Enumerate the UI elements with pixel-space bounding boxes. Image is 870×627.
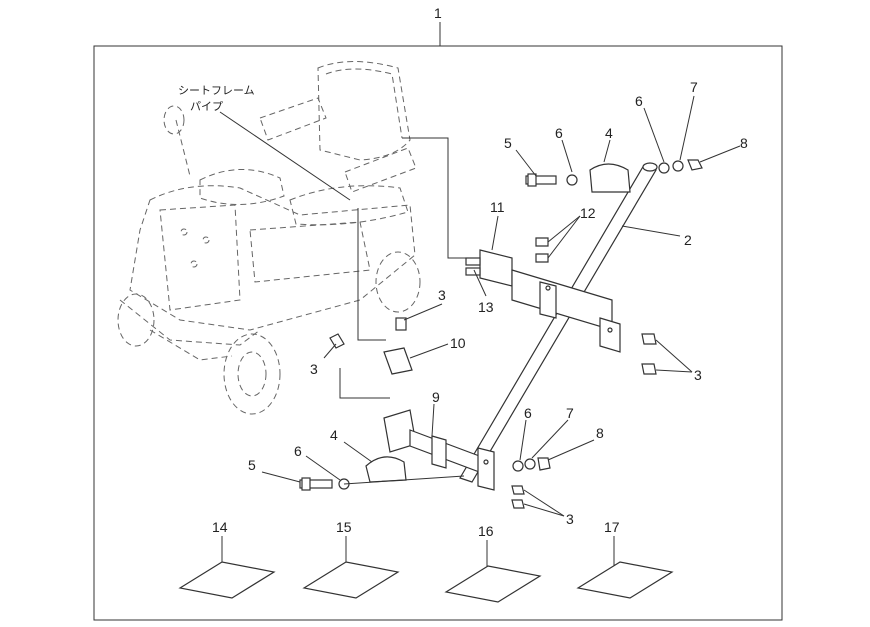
sheets: [178, 561, 674, 603]
callout-3-right: 3: [694, 367, 702, 383]
part-11-bracket: [465, 249, 621, 353]
callout-14: 14: [212, 519, 228, 535]
scooter-outline: [117, 61, 421, 415]
part-2-tube: [459, 162, 658, 483]
callout-2: 2: [684, 232, 692, 248]
callout-6-lower-left: 6: [294, 443, 302, 459]
callout-7-upper: 7: [690, 79, 698, 95]
lower-fasteners: [299, 456, 551, 509]
assembly-number: 1: [434, 5, 442, 21]
callout-5-lower: 5: [248, 457, 256, 473]
callout-4-upper: 4: [605, 125, 613, 141]
callout-3-clamp: 3: [438, 287, 446, 303]
callout-8-lower: 8: [596, 425, 604, 441]
callout-17: 17: [604, 519, 620, 535]
leader-lines: [221, 95, 741, 570]
callout-9: 9: [432, 389, 440, 405]
callout-10: 10: [450, 335, 466, 351]
part-10-clamp: [329, 317, 413, 375]
part-9-bracket: [383, 409, 495, 491]
callout-13: 13: [478, 299, 494, 315]
callouts: 2 5 6 4 6 7 8 11 12 13 3 3 10 3 9 4 5 6 …: [212, 79, 748, 539]
diagram-frame: [93, 45, 783, 621]
sheet-17: [576, 561, 674, 599]
annotation-seat-frame: シートフレーム: [178, 84, 255, 97]
callout-3-left: 3: [310, 361, 318, 377]
callout-5-upper: 5: [504, 135, 512, 151]
callout-6-upper-right: 6: [635, 93, 643, 109]
callout-3-lower: 3: [566, 511, 574, 527]
annotation-pipe: パイプ: [190, 100, 223, 113]
callout-16: 16: [478, 523, 494, 539]
sheet-15: [302, 561, 400, 599]
sheet-16: [444, 565, 542, 603]
sheet-14: [178, 561, 276, 599]
callout-7-lower: 7: [566, 405, 574, 421]
part-3-bolts-upper: [641, 333, 657, 375]
callout-6-lower-right: 6: [524, 405, 532, 421]
callout-15: 15: [336, 519, 352, 535]
part-12-bolts: [535, 237, 549, 263]
callout-12: 12: [580, 205, 596, 221]
callout-4-lower: 4: [330, 427, 338, 443]
callout-11: 11: [490, 199, 505, 215]
callout-8-upper: 8: [740, 135, 748, 151]
callout-6-upper-left: 6: [555, 125, 563, 141]
upper-fasteners: [525, 159, 703, 193]
